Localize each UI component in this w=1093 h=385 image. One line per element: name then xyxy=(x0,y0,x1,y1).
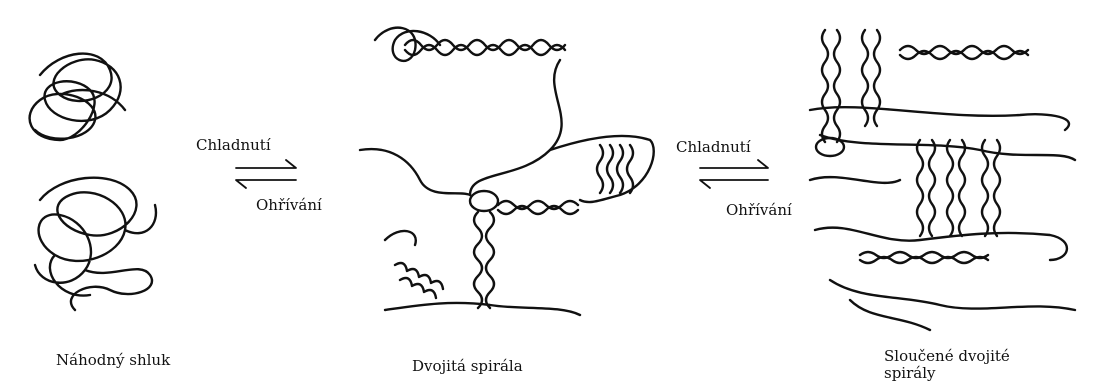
equilibrium-arrows-2 xyxy=(700,160,768,188)
transition-2-reverse-label: Ohřívání xyxy=(726,202,792,219)
equilibrium-arrows-1 xyxy=(236,160,296,188)
double-helix-structure xyxy=(360,28,654,315)
stage-label-random-coil: Náhodný shluk xyxy=(56,352,170,369)
stage-label-double-helix: Dvojitá spirála xyxy=(412,358,523,375)
transition-1-reverse-label: Ohřívání xyxy=(256,197,322,214)
stage-label-merged-helices: Sloučené dvojité spirály xyxy=(884,348,1034,382)
random-coil-bottom xyxy=(35,178,156,310)
transition-2-forward-label: Chladnutí xyxy=(676,139,751,156)
transition-1-forward-label: Chladnutí xyxy=(196,137,271,154)
merged-double-helices xyxy=(810,30,1075,330)
random-coil-top xyxy=(30,54,125,140)
